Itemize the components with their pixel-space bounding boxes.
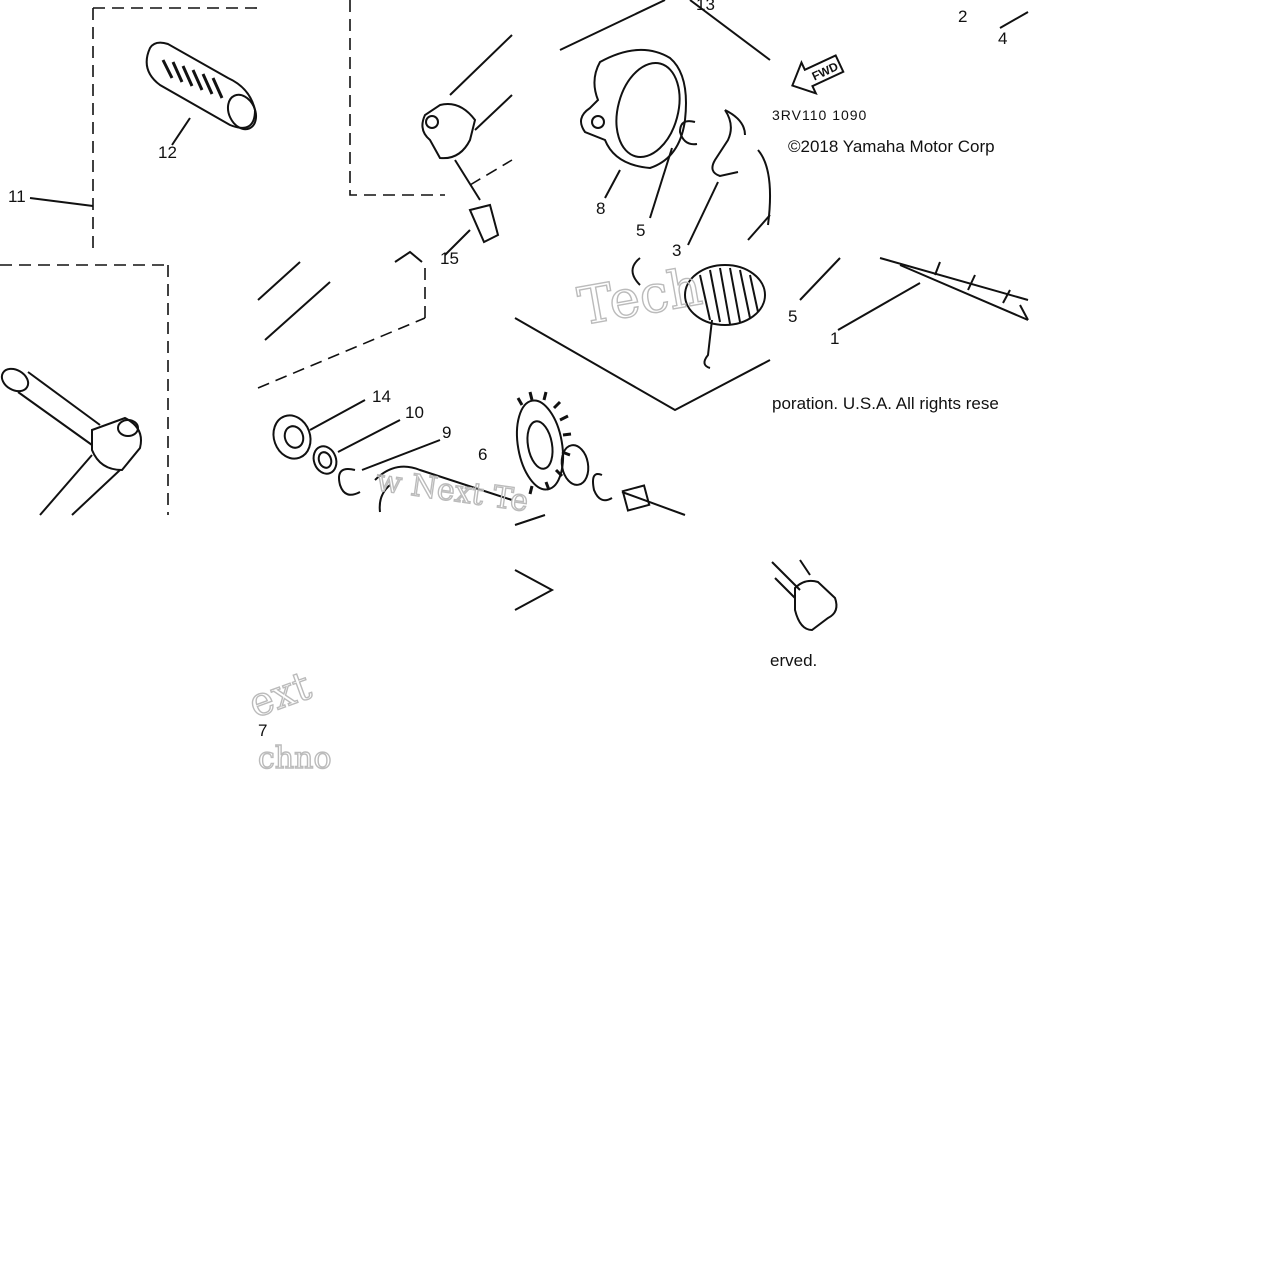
circlip-part-9[interactable] [338,439,441,496]
copyright-text: ©2018 Yamaha Motor Corp [788,137,995,156]
callout-9: 9 [442,423,451,442]
callout-8: 8 [596,199,605,218]
watermark-4: chno [258,741,332,776]
circlip-part-5a[interactable] [649,120,698,219]
pedal-frame [349,0,513,196]
callout-12: 12 [158,143,177,162]
housing-frame [514,0,771,412]
callout-7: 7 [258,721,267,740]
callout-10: 10 [405,403,424,422]
watermark-3: ext [243,663,317,728]
callout-3: 3 [672,241,681,260]
fwd-arrow-icon: FWD [791,54,845,96]
watermark-2: w Next Te [374,463,531,519]
kick-shaft-part-1[interactable] [799,11,1029,331]
callout-4: 4 [998,29,1007,48]
watermark-1: Tech [574,257,707,338]
kick-arm-frame [0,264,169,515]
copyright-end: erved. [770,651,817,670]
grip-part[interactable] [145,41,262,146]
grip-frame [29,7,258,250]
callout-11: 11 [8,187,26,206]
kick-arm-part[interactable] [0,364,142,516]
watermark-layer: Tech w Next Te ext chno [242,256,707,776]
return-spring-part[interactable] [631,149,771,369]
kick-gear-part-6[interactable] [374,391,686,611]
spring-clip-part-3[interactable] [687,109,746,246]
callout-5b: 5 [788,307,797,326]
housing-part-8[interactable] [580,48,689,199]
callout-6: 6 [478,445,487,464]
pedal-bracket-part[interactable] [421,34,513,256]
callout-14: 14 [372,387,391,406]
callout-5a: 5 [636,221,645,240]
bearing-part-14[interactable] [268,399,366,464]
callout-labels: 1 2 3 4 5 5 6 7 8 9 10 11 12 13 14 15 [8,0,1007,740]
washer-part-10[interactable] [310,419,401,477]
copyright-tail: poration. U.S.A. All rights rese [772,394,999,413]
callout-13: 13 [696,0,715,14]
shaft-frame [257,250,426,389]
callout-1: 1 [830,329,839,348]
pedal-tip-part[interactable] [771,559,838,632]
callout-2: 2 [958,7,967,26]
diagram-code: 3RV110 1090 [772,107,867,123]
callout-15: 15 [440,249,459,268]
